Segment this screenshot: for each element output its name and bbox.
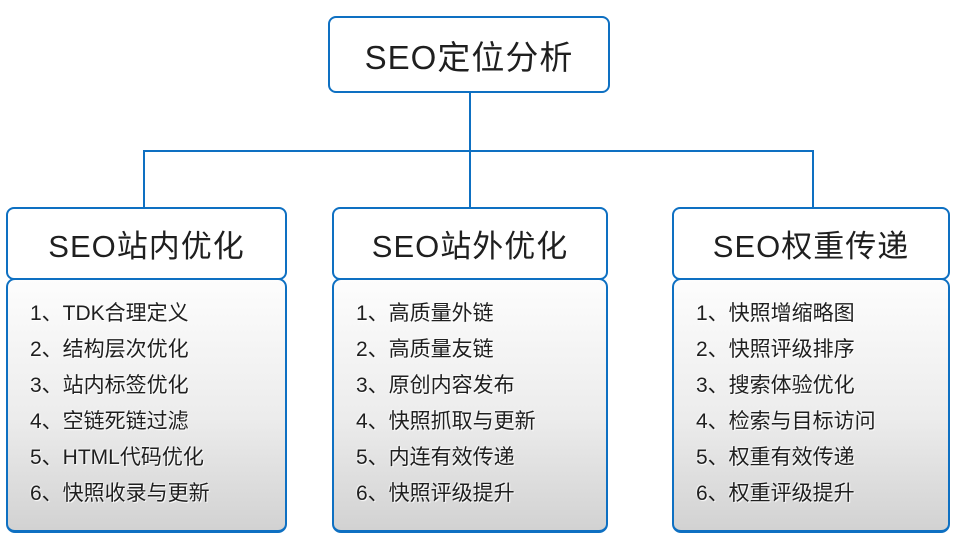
list-item: 2、结构层次优化 bbox=[30, 338, 189, 361]
column-header: SEO站内优化 bbox=[6, 207, 287, 280]
connector-drop-mid bbox=[469, 150, 471, 208]
root-node: SEO定位分析 bbox=[328, 16, 610, 93]
list-item: 4、快照抓取与更新 bbox=[356, 410, 536, 433]
list-item: 5、HTML代码优化 bbox=[30, 446, 204, 469]
connector-root-stem bbox=[469, 93, 471, 151]
column-title: SEO站内优化 bbox=[48, 229, 245, 264]
column-weight: SEO权重传递 1、快照增缩略图 2、快照评级排序 3、搜索体验优化 4、检索与… bbox=[672, 207, 950, 533]
connector-drop-left bbox=[143, 150, 145, 208]
list-item: 3、搜索体验优化 bbox=[696, 374, 855, 397]
column-onsite: SEO站内优化 1、TDK合理定义 2、结构层次优化 3、站内标签优化 4、空链… bbox=[6, 207, 287, 533]
list-item: 6、快照收录与更新 bbox=[30, 482, 210, 505]
list-item: 2、快照评级排序 bbox=[696, 338, 855, 361]
column-list: 1、高质量外链 2、高质量友链 3、原创内容发布 4、快照抓取与更新 5、内连有… bbox=[332, 278, 608, 533]
list-item: 1、高质量外链 bbox=[356, 302, 494, 325]
list-item: 4、空链死链过滤 bbox=[30, 410, 189, 433]
list-item: 2、高质量友链 bbox=[356, 338, 494, 361]
list-item: 1、快照增缩略图 bbox=[696, 302, 855, 325]
root-title: SEO定位分析 bbox=[364, 38, 574, 76]
list-item: 1、TDK合理定义 bbox=[30, 302, 189, 325]
list-item: 6、权重评级提升 bbox=[696, 482, 855, 505]
column-title: SEO站外优化 bbox=[371, 229, 569, 264]
list-item: 6、快照评级提升 bbox=[356, 482, 515, 505]
list-item: 5、内连有效传递 bbox=[356, 446, 515, 469]
column-header: SEO权重传递 bbox=[672, 207, 950, 280]
connector-horizontal bbox=[143, 150, 814, 152]
column-list: 1、TDK合理定义 2、结构层次优化 3、站内标签优化 4、空链死链过滤 5、H… bbox=[6, 278, 287, 533]
connector-drop-right bbox=[812, 150, 814, 208]
column-header: SEO站外优化 bbox=[332, 207, 608, 280]
column-list: 1、快照增缩略图 2、快照评级排序 3、搜索体验优化 4、检索与目标访问 5、权… bbox=[672, 278, 950, 533]
list-item: 4、检索与目标访问 bbox=[696, 410, 876, 433]
column-offsite: SEO站外优化 1、高质量外链 2、高质量友链 3、原创内容发布 4、快照抓取与… bbox=[332, 207, 608, 533]
list-item: 3、原创内容发布 bbox=[356, 374, 515, 397]
list-item: 3、站内标签优化 bbox=[30, 374, 189, 397]
column-title: SEO权重传递 bbox=[712, 229, 910, 264]
list-item: 5、权重有效传递 bbox=[696, 446, 855, 469]
